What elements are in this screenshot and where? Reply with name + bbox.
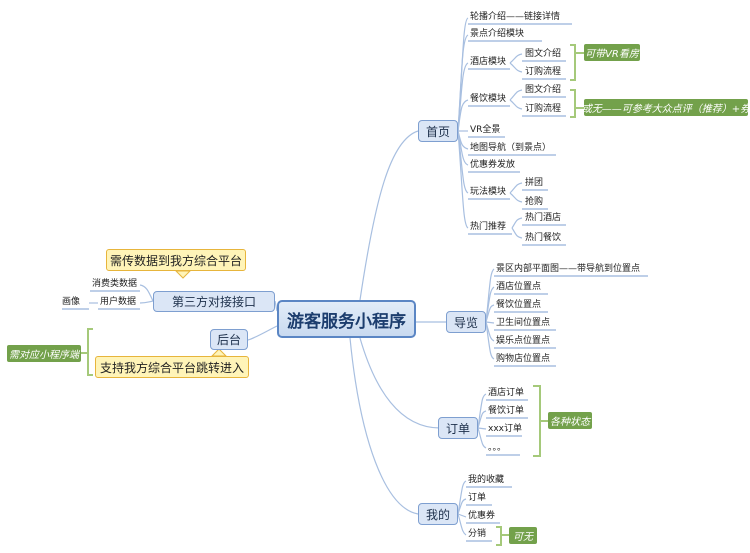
note-vr-room: 可带VR看房	[584, 44, 640, 61]
branch-third-party[interactable]: 第三方对接接口	[153, 291, 275, 312]
leaf-group-buy[interactable]: 拼团	[525, 178, 544, 188]
note-order-status: 各种状态	[548, 412, 592, 429]
leaf-dining-order[interactable]: 订购流程	[525, 104, 562, 114]
leaf-play-module[interactable]: 玩法模块	[470, 187, 507, 197]
leaf-hotel-pos[interactable]: 酒店位置点	[496, 282, 542, 292]
leaf-consumption-data[interactable]: 消费类数据	[92, 279, 138, 289]
leaf-hot-hotel[interactable]: 热门酒店	[525, 213, 562, 223]
branch-mine[interactable]: 我的	[418, 503, 458, 525]
leaf-vr[interactable]: VR全景	[470, 125, 501, 135]
leaf-my-coupons[interactable]: 优惠券	[468, 511, 496, 521]
leaf-carousel[interactable]: 轮播介绍——链接详情	[470, 12, 561, 22]
leaf-shop-pos[interactable]: 购物店位置点	[496, 354, 551, 364]
leaf-dining-order-list[interactable]: 餐饮订单	[488, 406, 525, 416]
leaf-recommend[interactable]: 热门推荐	[470, 222, 507, 232]
branch-backend[interactable]: 后台	[210, 329, 248, 350]
leaf-favorites[interactable]: 我的收藏	[468, 475, 505, 485]
branch-orders[interactable]: 订单	[438, 417, 478, 439]
leaf-more-orders: 。。。	[488, 443, 507, 453]
leaf-user-data[interactable]: 用户数据	[100, 297, 137, 307]
leaf-plan-map[interactable]: 景区内部平面图——带导航到位置点	[496, 264, 641, 274]
leaf-dining-pos[interactable]: 餐饮位置点	[496, 300, 542, 310]
leaf-dining-intro[interactable]: 图文介绍	[525, 85, 562, 95]
leaf-my-orders[interactable]: 订单	[468, 493, 487, 503]
note-optional: 可无	[509, 527, 537, 544]
leaf-scenic[interactable]: 景点介绍模块	[470, 29, 525, 39]
leaf-map[interactable]: 地图导航（到景点）	[470, 143, 552, 153]
leaf-hot-dining[interactable]: 热门餐饮	[525, 233, 562, 243]
third-party-callout: 需传数据到我方综合平台	[106, 249, 246, 271]
leaf-distribution[interactable]: 分销	[468, 529, 487, 539]
leaf-coupon[interactable]: 优惠券发放	[470, 160, 516, 170]
leaf-xxx-order-list[interactable]: xxx订单	[488, 424, 522, 434]
leaf-flash-sale[interactable]: 抢购	[525, 197, 544, 207]
leaf-hotel-module[interactable]: 酒店模块	[470, 57, 507, 67]
branch-home[interactable]: 首页	[418, 120, 458, 142]
backend-callout: 支持我方综合平台跳转进入	[95, 356, 249, 378]
central-topic[interactable]: 游客服务小程序	[277, 300, 416, 338]
note-mini-program: 需对应小程序端	[7, 345, 81, 362]
branch-guide[interactable]: 导览	[446, 311, 486, 333]
leaf-hotel-intro[interactable]: 图文介绍	[525, 49, 562, 59]
leaf-portrait[interactable]: 画像	[62, 297, 81, 307]
leaf-hotel-order[interactable]: 订购流程	[525, 67, 562, 77]
leaf-dining-module[interactable]: 餐饮模块	[470, 94, 507, 104]
leaf-hotel-order-list[interactable]: 酒店订单	[488, 388, 525, 398]
leaf-toilet-pos[interactable]: 卫生间位置点	[496, 318, 551, 328]
leaf-fun-pos[interactable]: 娱乐点位置点	[496, 336, 551, 346]
note-dianping: 或无——可参考大众点评（推荐）+券	[582, 99, 750, 116]
